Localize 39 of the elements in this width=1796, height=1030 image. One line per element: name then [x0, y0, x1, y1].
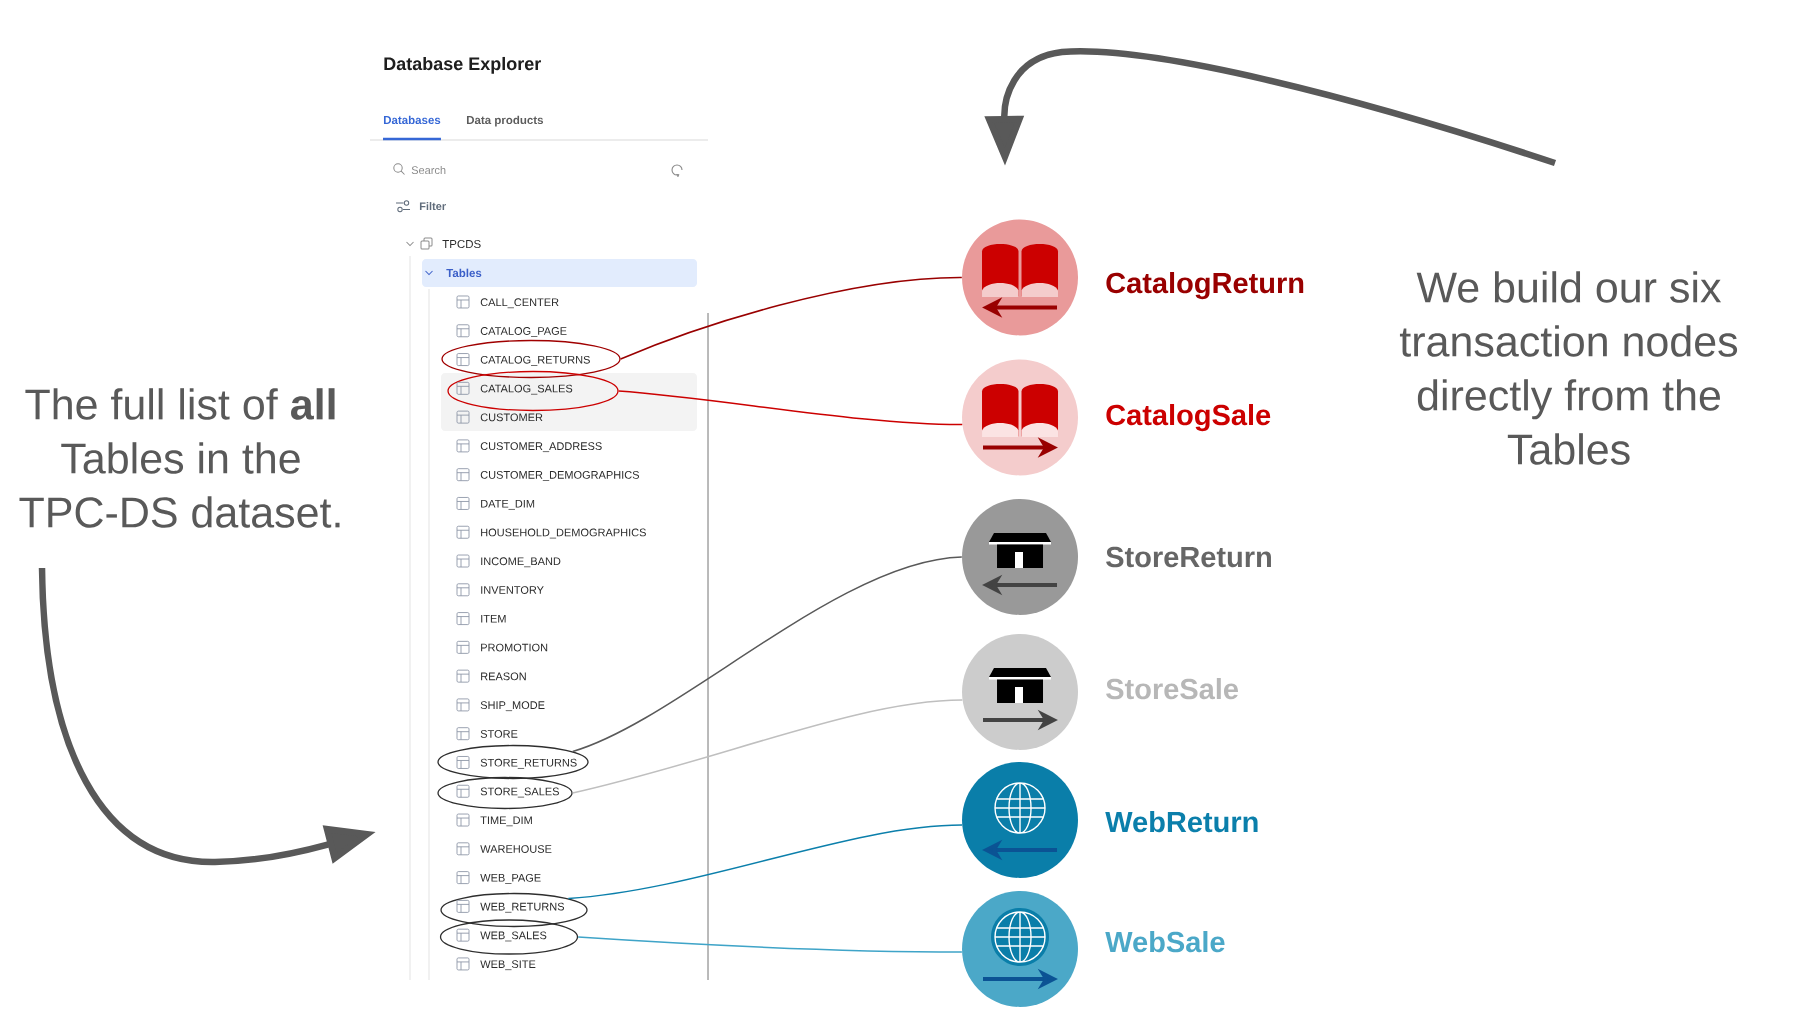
tree-item: PROMOTION	[481, 643, 548, 652]
node-label: StoreReturn	[1106, 546, 1271, 568]
circled-item: WEB_RETURNS	[440, 892, 588, 928]
circled-item: WEB_SALES	[439, 919, 579, 955]
active-tab: Databases	[383, 115, 441, 141]
node-label: CatalogSale	[1106, 404, 1271, 432]
tree-item: WAREHOUSE	[480, 845, 552, 853]
circled-item: STORE_SALES	[437, 776, 573, 810]
circled-item: CATALOG_SALES	[447, 370, 619, 412]
tree-item: INVENTORY	[481, 586, 544, 594]
tab-label: Data products	[467, 115, 544, 127]
node-label: CatalogReturn	[1106, 272, 1304, 300]
tree-item: ITEM	[481, 615, 506, 623]
tree-item: HOUSEHOLD_DEMOGRAPHICS	[481, 528, 646, 539]
selected-tree-item: Tables	[422, 259, 697, 287]
connector-line	[617, 390, 963, 426]
connector-line	[567, 824, 963, 900]
annotation-text: The full list of all Tables in the TPC-DS dataset.	[19, 388, 340, 528]
node-label: WebReturn	[1105, 811, 1258, 833]
tree-item: TPCDS	[442, 239, 481, 249]
tree-item: DATE_DIM	[481, 499, 535, 510]
tree-item: CUSTOMER_DEMOGRAPHICS	[480, 471, 639, 481]
node-label: StoreSale	[1106, 678, 1238, 700]
tree-item: CALL_CENTER	[480, 298, 559, 309]
filter-label: Filter	[419, 202, 446, 211]
connector-line	[577, 936, 963, 953]
circled-item: CATALOG_RETURNS	[441, 339, 621, 379]
connector-line	[571, 556, 963, 753]
tree-item: SHIP_MODE	[480, 701, 545, 712]
circled-item: STORE_RETURNS	[437, 744, 589, 780]
panel-title: Database Explorer	[384, 56, 541, 74]
tree-item: CUSTOMER_ADDRESS	[480, 442, 602, 453]
node-label: WebSale	[1105, 931, 1225, 953]
annotation-text: We build our six transaction nodes directly from the Tables	[1399, 271, 1738, 465]
tree-item: INCOME_BAND	[481, 557, 561, 568]
connector-line	[571, 699, 964, 794]
tree-item: REASON	[481, 672, 526, 681]
connector-line	[619, 276, 963, 360]
search-field: Search	[411, 166, 446, 175]
